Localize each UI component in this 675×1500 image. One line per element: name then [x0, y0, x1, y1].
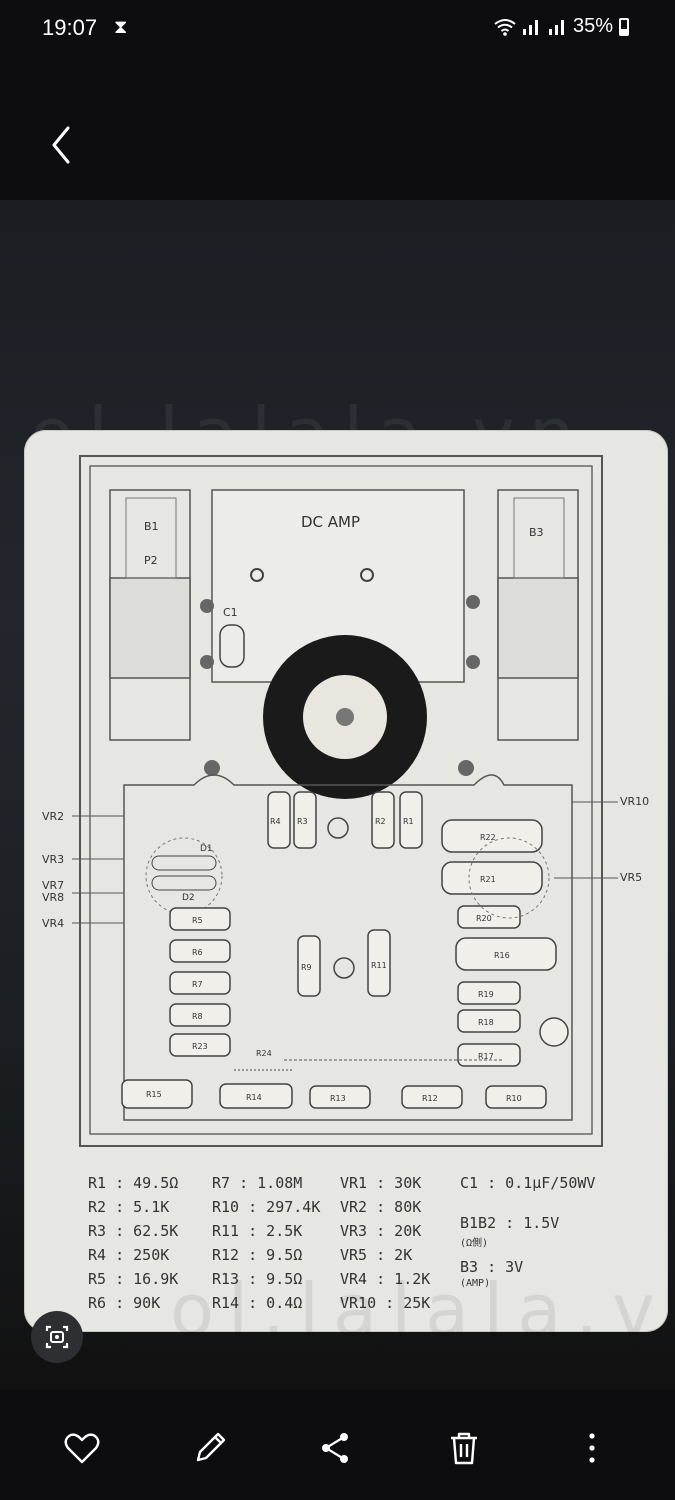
favorite-button[interactable]	[60, 1426, 104, 1470]
heart-icon	[64, 1433, 100, 1464]
share-button[interactable]	[314, 1426, 358, 1470]
b1-label: B1	[144, 520, 159, 533]
resistor-r21: R21	[480, 875, 496, 884]
value-vr10: VR10 : 25K	[340, 1294, 431, 1312]
value-r12: R12 : 9.5Ω	[212, 1246, 303, 1264]
resistor-r5: R5	[192, 916, 203, 925]
watermark-bottom: ol.lalala.vn	[170, 1268, 675, 1352]
resistor-r9: R9	[301, 963, 312, 972]
vr4-label: VR4	[42, 917, 64, 930]
resistor-r13: R13	[330, 1094, 346, 1103]
value-r3: R3 : 62.5K	[88, 1222, 179, 1240]
resistor-r17: R17	[478, 1052, 494, 1061]
value-r14: R14 : 0.4Ω	[212, 1294, 303, 1312]
vr7-label: VR7	[42, 879, 64, 892]
value-vr5: VR5 : 2K	[340, 1246, 413, 1264]
value-r6: R6 : 90K	[88, 1294, 161, 1312]
resistor-r6: R6	[192, 948, 203, 957]
resistor-r8: R8	[192, 1012, 203, 1021]
delete-icon	[451, 1432, 477, 1465]
share-icon	[322, 1433, 348, 1463]
vr2-label: VR2	[42, 810, 64, 823]
more-button[interactable]	[570, 1426, 614, 1470]
diagram-card: DC AMP C1 B1 P2 B3 VR2 VR3 VR7 VR8 VR4 V…	[24, 430, 668, 1332]
value-vr4: VR4 : 1.2K	[340, 1270, 431, 1288]
resistor-r16: R16	[494, 951, 510, 960]
lens-button[interactable]	[31, 1311, 83, 1363]
signal-icon	[522, 19, 538, 35]
circuit-diagram: DC AMP C1 B1 P2 B3 VR2 VR3 VR7 VR8 VR4 V…	[42, 455, 649, 1147]
resistor-r12: R12	[422, 1094, 438, 1103]
back-icon	[52, 126, 70, 164]
signal-icon	[548, 19, 564, 35]
dc-amp-label: DC AMP	[301, 513, 360, 531]
d2-label: D2	[182, 893, 195, 903]
value-r5: R5 : 16.9K	[88, 1270, 179, 1288]
value-vr3: VR3 : 20K	[340, 1222, 422, 1240]
vr8-label: VR8	[42, 891, 64, 904]
value-r4: R4 : 250K	[88, 1246, 170, 1264]
resistor-r11: R11	[371, 961, 387, 970]
value-r1: R1 : 49.5Ω	[88, 1174, 179, 1192]
d1-label: D1	[200, 844, 213, 854]
more-icon	[589, 1433, 595, 1463]
battery-icon	[619, 17, 629, 36]
resistor-r18: R18	[478, 1018, 494, 1027]
value-r10: R10 : 297.4K	[212, 1198, 321, 1216]
value-r13: R13 : 9.5Ω	[212, 1270, 303, 1288]
value-r7: R7 : 1.08M	[212, 1174, 303, 1192]
edit-icon	[196, 1432, 226, 1462]
value-b1b2-note: (Ω側)	[460, 1238, 489, 1249]
b3-label: B3	[529, 526, 544, 539]
vr5-label: VR5	[620, 871, 642, 884]
resistor-r15: R15	[146, 1090, 162, 1099]
lens-icon	[45, 1325, 69, 1349]
value-r2: R2 : 5.1K	[88, 1198, 170, 1216]
resistor-r2: R2	[375, 817, 386, 826]
edit-button[interactable]	[188, 1426, 232, 1470]
c1-label: C1	[223, 606, 238, 619]
status-time: 19:07	[42, 15, 98, 40]
battery-percent: 35%	[572, 15, 613, 37]
value-c1: C1 : 0.1μF/50WV	[460, 1174, 596, 1192]
vr10-label: VR10	[620, 795, 649, 808]
value-b1b2: B1B2 : 1.5V	[460, 1214, 560, 1232]
system-icons: 35%	[493, 15, 629, 38]
resistor-r10: R10	[506, 1094, 522, 1103]
resistor-r24: R24	[256, 1049, 272, 1058]
resistor-r14: R14	[246, 1093, 262, 1102]
value-b3: B3 : 3V	[460, 1258, 524, 1276]
resistor-r23: R23	[192, 1042, 208, 1051]
resistor-r22: R22	[480, 833, 496, 842]
vr3-label: VR3	[42, 853, 64, 866]
resistor-r20: R20	[476, 914, 492, 923]
bottom-action-bar	[0, 1400, 675, 1500]
resistor-r4: R4	[270, 817, 281, 826]
value-b3-note: (AMP)	[460, 1278, 491, 1289]
resistor-r3: R3	[297, 817, 308, 826]
value-r11: R11 : 2.5K	[212, 1222, 303, 1240]
status-bar: 19:07 ⧗ 35%	[0, 0, 675, 58]
resistor-r7: R7	[192, 980, 203, 989]
value-vr2: VR2 : 80K	[340, 1198, 422, 1216]
back-button[interactable]	[44, 122, 84, 168]
hourglass-icon: ⧗	[114, 17, 128, 38]
value-vr1: VR1 : 30K	[340, 1174, 422, 1192]
delete-button[interactable]	[442, 1426, 486, 1470]
resistor-r19: R19	[478, 990, 494, 999]
p2-label: P2	[144, 554, 158, 567]
resistor-r1: R1	[403, 817, 414, 826]
wifi-icon	[494, 18, 516, 36]
